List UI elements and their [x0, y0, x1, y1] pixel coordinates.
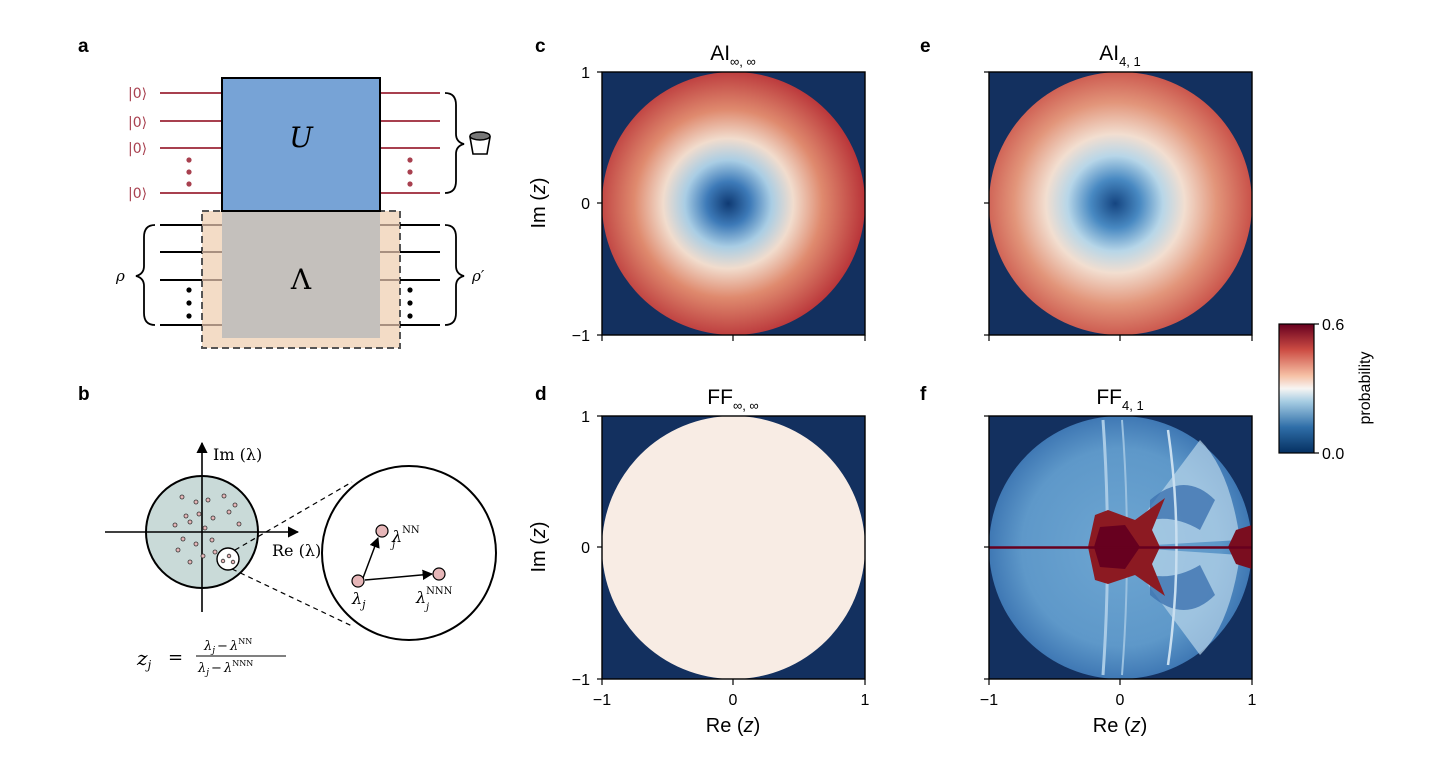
- channel-label: Λ: [290, 263, 312, 296]
- panel-letter-f: f: [920, 384, 927, 405]
- re-axis-label: Re (λ): [272, 541, 321, 560]
- panel-d-title: FF∞, ∞: [707, 386, 758, 413]
- formula-equals: =: [168, 647, 183, 668]
- ket-label-1: |0⟩: [128, 86, 147, 102]
- nnn-arrow: [364, 569, 434, 581]
- formula-denominator: λj−λNNN: [197, 659, 253, 678]
- zoom-circle-large: [321, 465, 497, 641]
- panel-d-heatmap: [602, 416, 865, 679]
- panel-c: c AI∞, ∞ 1 0 −1 Im (z): [528, 36, 866, 345]
- formula-numerator: λj−λNN: [203, 637, 252, 656]
- lambda-nn-sub: j: [390, 540, 395, 551]
- lambda-nnn-label: λNNN: [415, 586, 453, 607]
- lambda-j-point: [351, 574, 365, 588]
- panel-e-heatmap: [989, 72, 1252, 335]
- eigenvalue-points: [172, 493, 242, 565]
- panel-letter-b: b: [78, 384, 90, 405]
- ket-label-2: |0⟩: [128, 115, 147, 131]
- colorbar-min-label: 0.0: [1322, 446, 1344, 463]
- zoom-line-top: [234, 481, 353, 551]
- panel-c-ytick-1: 1: [581, 65, 590, 82]
- nn-arrow: [362, 537, 380, 579]
- colorbar-max-label: 0.6: [1322, 317, 1344, 334]
- panel-c-edge-dip: [827, 148, 865, 259]
- panel-f-xtick-m1: −1: [980, 692, 998, 709]
- ancilla-ellipsis: [186, 157, 413, 187]
- colorbar-gradient-bar: [1278, 323, 1315, 454]
- panel-c-heatmap: [602, 72, 865, 335]
- panel-d-xlabel: Re (z): [706, 715, 760, 737]
- panel-d-ytick-0: 0: [581, 540, 590, 557]
- panel-letter-c: c: [535, 36, 546, 57]
- panel-f-xlabel: Re (z): [1093, 715, 1147, 737]
- panel-d-ylabel: Im (z): [528, 521, 550, 572]
- panel-letter-d: d: [535, 384, 547, 405]
- ket-label-4: |0⟩: [128, 186, 147, 202]
- panel-e-edge-dip: [1214, 148, 1252, 259]
- lambda-nnn-sub: j: [424, 602, 429, 613]
- panel-c-ticks: [597, 71, 866, 341]
- panel-b: b Im (λ) Re (λ) λj λNN j λNNN j: [78, 384, 497, 678]
- panel-f-xtick-1: 1: [1248, 692, 1257, 709]
- zoom-line-bottom: [231, 568, 353, 627]
- unitary-box: [221, 77, 381, 212]
- panel-d-ytick-m1: −1: [572, 672, 590, 689]
- panel-d: d FF∞, ∞ 1 0 −1 −1 0 1 Im (z) Re (z): [528, 384, 870, 737]
- panel-letter-e: e: [920, 36, 931, 57]
- channel-box: [222, 211, 380, 338]
- panel-f: f FF4, 1 −1 0 1 Re (z): [920, 384, 1257, 737]
- panel-letter-a: a: [78, 36, 89, 57]
- colorbar: 0.6 0.0 probability: [1278, 317, 1374, 463]
- system-wires-inside: [202, 224, 400, 326]
- im-axis-label: Im (λ): [213, 445, 262, 464]
- panel-d-xtick-m1: −1: [593, 692, 611, 709]
- ancilla-wires: [160, 92, 440, 194]
- panel-f-xtick-0: 0: [1116, 692, 1125, 709]
- lambda-nn-point: [375, 524, 389, 538]
- zoom-circle-small: [216, 547, 240, 571]
- colorbar-ticks: [1314, 323, 1319, 454]
- lambda-nnn-point: [432, 567, 446, 581]
- panel-e-ticks: [984, 71, 1253, 341]
- panel-d-ytick-1: 1: [581, 409, 590, 426]
- output-state-label: ρ′: [471, 267, 485, 285]
- trash-icon: [469, 131, 491, 155]
- system-ellipsis: [186, 287, 413, 319]
- panel-f-heatmap: [989, 416, 1252, 679]
- panel-d-ticks: [597, 415, 866, 685]
- input-brace: [135, 224, 156, 326]
- unitary-label: U: [289, 121, 314, 154]
- output-brace: [444, 224, 465, 326]
- panel-f-title: FF4, 1: [1096, 386, 1143, 413]
- panel-e-title: AI4, 1: [1099, 42, 1141, 69]
- system-wires: [160, 224, 440, 326]
- zoom-points-small: [220, 553, 236, 565]
- ancilla-brace: [444, 92, 465, 194]
- colorbar-label: probability: [1357, 352, 1374, 425]
- formula: zj = λj−λNN λj−λNNN: [136, 637, 286, 678]
- panel-f-ticks: [984, 415, 1253, 685]
- formula-lhs: zj: [136, 646, 152, 672]
- panel-d-xtick-1: 1: [861, 692, 870, 709]
- panel-c-ytick-0: 0: [581, 196, 590, 213]
- panel-d-xtick-0: 0: [729, 692, 738, 709]
- panel-a: a |0⟩ |0⟩ |0⟩ |0⟩: [78, 36, 491, 349]
- panel-e: e AI4, 1: [920, 36, 1253, 341]
- ket-label-3: |0⟩: [128, 141, 147, 157]
- panel-c-ytick-m1: −1: [572, 328, 590, 345]
- input-state-label: ρ: [115, 267, 125, 285]
- lambda-nn-label: λNN: [391, 525, 420, 546]
- panel-c-ylabel: Im (z): [528, 177, 550, 228]
- panel-c-title: AI∞, ∞: [710, 42, 756, 69]
- lambda-j-label: λj: [351, 589, 366, 611]
